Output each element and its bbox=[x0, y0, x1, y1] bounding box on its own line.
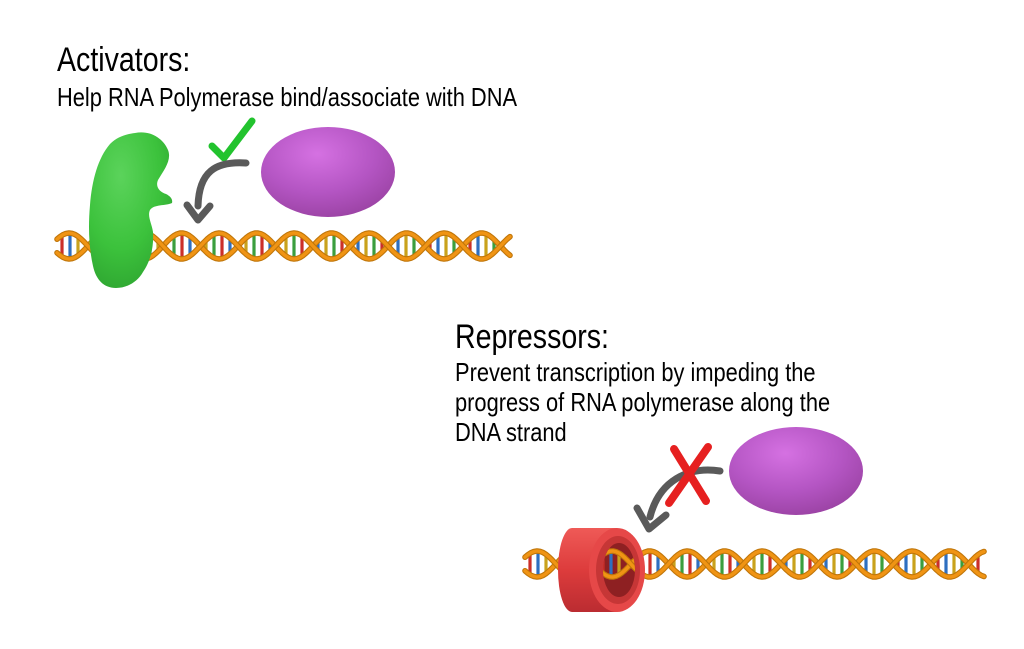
cross-icon bbox=[665, 443, 712, 507]
activators-description: Help RNA Polymerase bind/associate with … bbox=[57, 82, 518, 112]
repressors-description: Prevent transcription by impeding the pr… bbox=[455, 357, 830, 447]
dna-strand-top bbox=[54, 230, 513, 262]
description-line: DNA strand bbox=[455, 417, 567, 447]
description-line: Prevent transcription by impeding the bbox=[455, 357, 816, 387]
description-line: progress of RNA polymerase along the bbox=[455, 387, 831, 417]
activator-protein bbox=[89, 132, 173, 288]
rna-polymerase-top bbox=[261, 127, 395, 217]
rna-polymerase-bottom bbox=[729, 427, 863, 515]
block-arrow bbox=[633, 466, 724, 533]
activators-heading: Activators: bbox=[57, 41, 191, 79]
repressor-protein bbox=[558, 528, 645, 612]
bind-arrow bbox=[183, 159, 250, 224]
checkmark-icon bbox=[208, 117, 256, 162]
repressors-heading: Repressors: bbox=[455, 318, 609, 356]
